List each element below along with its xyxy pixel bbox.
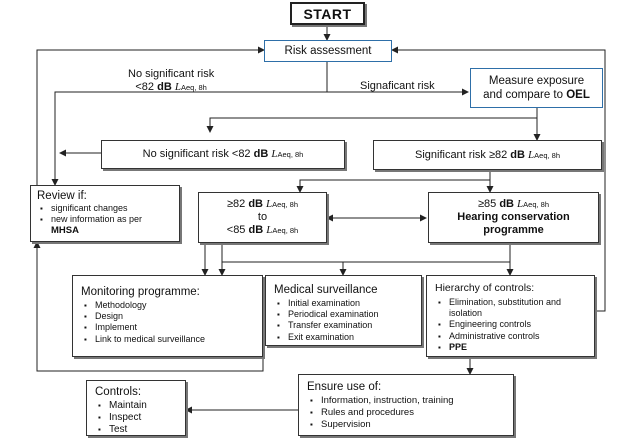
no-significant-risk-text: No significant risk <82 dB LAeq, 8h (142, 148, 304, 160)
list-item: Rules and procedures (310, 407, 505, 419)
hierarchy-of-controls-box: Hierarchy of controls: Elimination, subs… (426, 275, 595, 357)
list-item: Implement (84, 322, 254, 333)
list-item: Elimination, substitution and isolation (438, 297, 588, 319)
list-item: Initial examination (277, 298, 413, 309)
list-item: Information, instruction, training (310, 395, 505, 407)
monitoring-programme-box: Monitoring programme: Methodology Design… (72, 275, 263, 357)
ensure-list: Information, instruction, training Rules… (307, 395, 505, 431)
no-significant-risk-edge-label: No significant risk <82 dB LAeq, 8h (128, 68, 214, 94)
significant-risk-text: Significant risk ≥82 dB LAeq, 8h (414, 148, 561, 161)
no-significant-risk-box: No significant risk <82 dB LAeq, 8h (101, 140, 345, 169)
list-item: Transfer examination (277, 320, 413, 331)
medical-surveillance-box: Medical surveillance Initial examination… (265, 275, 422, 346)
significant-risk-box: Significant risk ≥82 dB LAeq, 8h (373, 140, 602, 170)
review-mhsa: MHSA (51, 225, 79, 237)
edge-label-value: <82 (135, 81, 155, 93)
list-item: significant changes (40, 203, 173, 214)
medical-title: Medical surveillance (274, 284, 378, 296)
monitoring-title: Monitoring programme: (81, 286, 200, 298)
controls-list: Maintain Inspect Test (95, 400, 179, 436)
edge-label-line1: No significant risk (128, 68, 215, 80)
list-item: Inspect (98, 412, 179, 424)
medical-list: Initial examination Periodical examinati… (274, 298, 413, 343)
measure-line1: Measure exposure (488, 75, 585, 87)
list-item: Exit examination (277, 332, 413, 343)
risk-assessment-label: Risk assessment (284, 45, 372, 57)
list-item: Design (84, 311, 254, 322)
list-item: Administrative controls (438, 331, 588, 342)
list-item: Engineering controls (438, 319, 588, 330)
controls-title: Controls: (95, 386, 142, 398)
start-label: START (303, 5, 352, 22)
list-item: Test (98, 424, 179, 436)
risk-assessment-box: Risk assessment (264, 40, 392, 62)
oel-label: OEL (566, 89, 590, 101)
review-list: significant changes new information as p… (37, 203, 173, 226)
hcp-line3: programme (483, 224, 544, 236)
review-box: Review if: significant changes new infor… (30, 185, 180, 242)
list-item: Link to medical surveillance (84, 334, 254, 345)
list-item: new information as per (40, 214, 173, 225)
mid-band-to: to (257, 211, 268, 223)
controls-box: Controls: Maintain Inspect Test (86, 380, 186, 436)
start-box: START (290, 2, 365, 25)
ensure-use-box: Ensure use of: Information, instruction,… (298, 374, 514, 436)
ensure-title: Ensure use of: (307, 381, 382, 393)
mid-band-bottom: <85 dB LAeq, 8h (226, 224, 299, 236)
list-item: Supervision (310, 419, 505, 431)
monitoring-list: Methodology Design Implement Link to med… (81, 300, 254, 345)
mid-band-box: ≥82 dB LAeq, 8h to <85 dB LAeq, 8h (198, 192, 327, 243)
list-item: PPE (438, 342, 588, 353)
measure-exposure-box: Measure exposure and compare to OEL (470, 68, 603, 108)
mid-band-top: ≥82 dB LAeq, 8h (226, 198, 299, 210)
review-title: Review if: (37, 190, 87, 202)
significant-risk-edge-label: Signaficant risk (360, 80, 435, 92)
list-item: Methodology (84, 300, 254, 311)
edge-label-laeq: LAeq, 8h (174, 81, 207, 93)
list-item: Maintain (98, 400, 179, 412)
hcp-threshold: ≥85 dB LAeq, 8h (477, 198, 550, 210)
hierarchy-list: Elimination, substitution and isolation … (435, 297, 588, 353)
hcp-line2: Hearing conservation (457, 211, 570, 223)
hearing-conservation-box: ≥85 dB LAeq, 8h Hearing conservation pro… (428, 192, 599, 243)
edge-label-unit: dB (157, 81, 172, 93)
hierarchy-title: Hierarchy of controls: (435, 282, 535, 294)
measure-line2: and compare to OEL (483, 89, 590, 101)
list-item: Periodical examination (277, 309, 413, 320)
